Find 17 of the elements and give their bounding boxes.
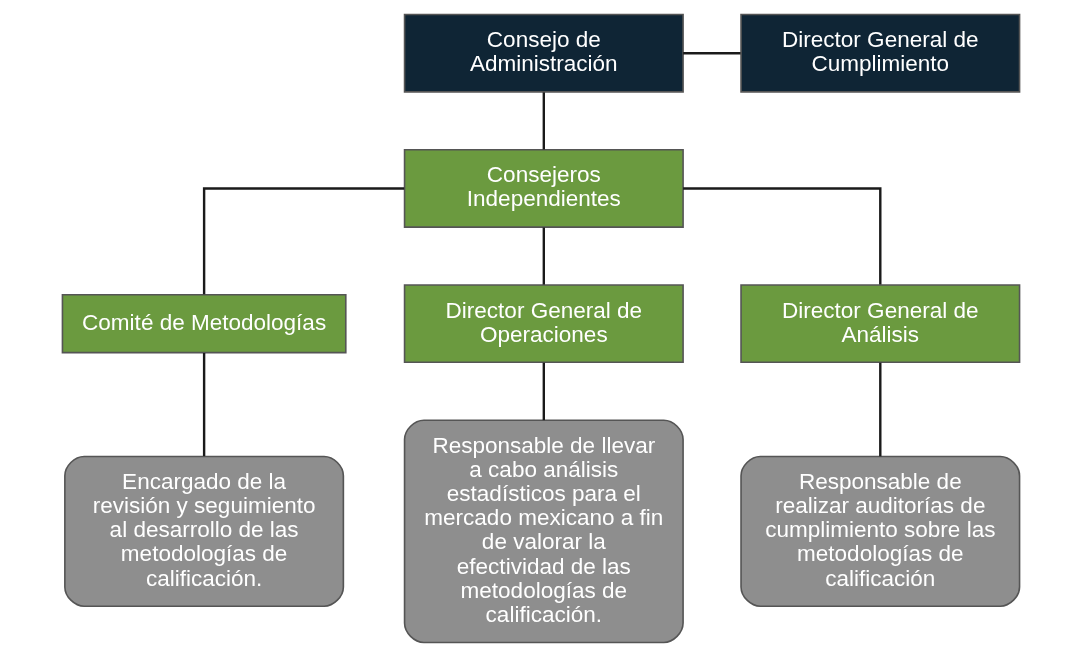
node-box: Consejeros Independientes [403,149,684,228]
connector [683,187,882,285]
node-box: Comité de Metodologías [61,293,347,354]
node-box: Responsable de realizar auditorías de cumplimiento sobre las metodologías de calificación [740,455,1021,608]
node-box: Responsable de llevar a cabo análisis estadísticos para el mercado mexicano a fin de valorar la efectividad de las metodologías de calificación. [403,419,684,644]
connector [542,362,546,421]
connector [202,353,206,457]
connector [202,187,405,295]
connector [879,362,882,457]
connector [542,92,546,150]
node-box: Consejo de Administración [403,13,684,93]
node-box: Director General de Operaciones [403,284,684,364]
connector [683,52,741,55]
node-box: Director General de Cumplimiento [740,13,1021,93]
connector [542,227,546,285]
node-box: Director General de Análisis [740,284,1021,364]
node-box: Encargado de la revisión y seguimiento al desarrollo de las metodologías de calificación. [64,455,345,608]
